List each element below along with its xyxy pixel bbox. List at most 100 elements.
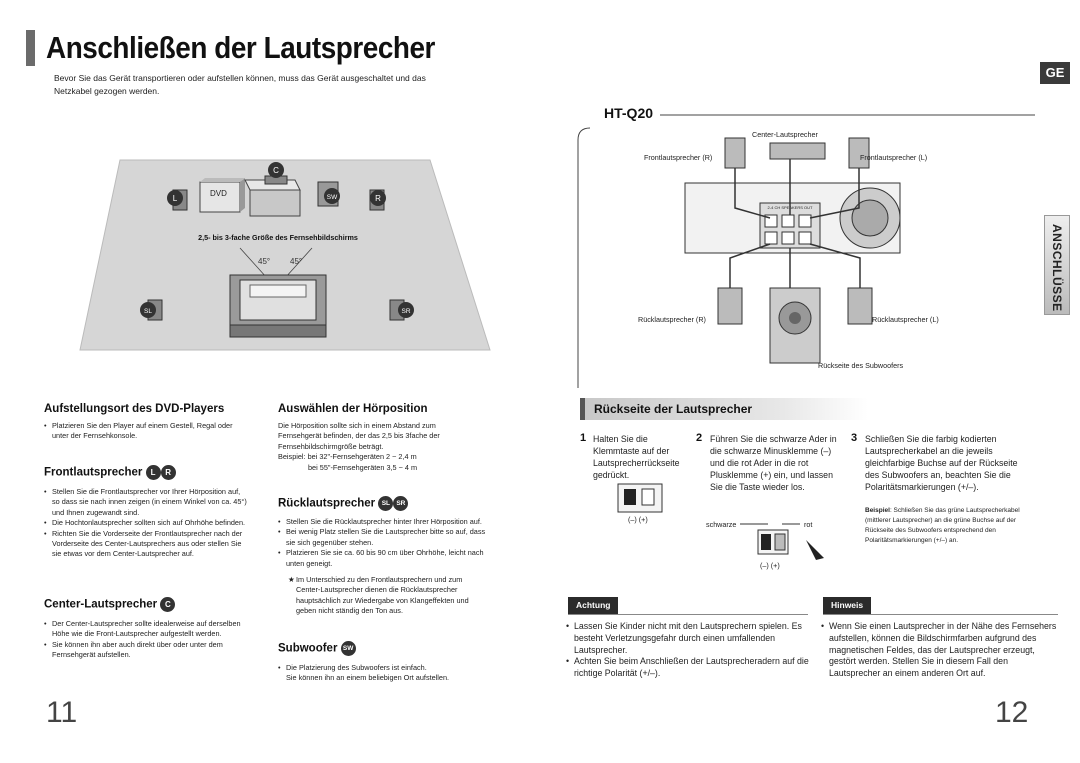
- section-header-speaker-back: Rückseite der Lautsprecher: [580, 398, 868, 420]
- hinweis-label: Hinweis: [823, 597, 872, 614]
- section-title: Rückseite der Lautsprecher: [594, 402, 753, 416]
- rear-speaker-title: Rücklautsprecher: [278, 497, 376, 510]
- arrow-icon: [806, 540, 824, 560]
- title-accent-bar: [26, 30, 35, 66]
- receiver-back-icon: [684, 182, 901, 254]
- polarity-label-2: (–) (+): [760, 561, 780, 570]
- badge-sr-inline: SR: [393, 496, 409, 511]
- label-center-speaker: Center-Lautsprecher: [752, 130, 818, 139]
- label-red-wire: rot: [804, 520, 813, 529]
- list-item: Richten Sie die Vorderseite der Frontlau…: [44, 529, 249, 560]
- wire-front-l: [809, 168, 860, 219]
- rear-speaker-note: ★ Im Unterschied zu den Frontlautspreche…: [288, 575, 483, 617]
- achtung-divider: [568, 614, 808, 615]
- rear-note-text: Im Unterschied zu den Frontlautsprechern…: [296, 575, 469, 616]
- room-layout-diagram: DVD C L SW R SL SR 2,5- bis 3-fache Größ…: [79, 159, 491, 351]
- label-black-wire: schwarze: [706, 520, 737, 529]
- side-tab-anschluesse: ANSCHLÜSSE: [1044, 215, 1070, 315]
- svg-text:SL: SL: [144, 308, 152, 315]
- listening-position-body: Die Hörposition sollte sich in einem Abs…: [278, 421, 440, 451]
- achtung-label: Achtung: [568, 597, 619, 614]
- subwoofer-list: Die Platzierung des Subwoofers ist einfa…: [278, 663, 488, 684]
- front-speaker-title: Frontlautsprecher: [44, 466, 143, 479]
- step-3-number: 3: [851, 432, 858, 444]
- list-item: Platzieren Sie sie ca. 60 bis 90 cm über…: [278, 548, 493, 569]
- center-speaker-heading: Center-Lautsprecher C: [44, 597, 176, 612]
- label-subwoofer-back: Rückseite des Subwoofers: [818, 361, 904, 370]
- example-note: Beispiel: Schließen Sie das grüne Lautsp…: [865, 506, 1025, 546]
- front-right-speaker-icon: [724, 137, 746, 169]
- center-speaker-title: Center-Lautsprecher: [44, 598, 158, 611]
- rear-speaker-list: Stellen Sie die Rücklautsprecher hinter …: [278, 517, 493, 569]
- badge-l-inline: L: [145, 465, 161, 480]
- badge-sw: SW: [324, 188, 340, 204]
- subwoofer-extra: Sie können ihn an einem beliebigen Ort a…: [286, 673, 450, 683]
- dvd-label: DVD: [210, 189, 227, 198]
- angle-right-label: 45°: [290, 257, 302, 266]
- terminal-illustration-1: [617, 483, 663, 513]
- badge-c-inline: C: [160, 597, 176, 612]
- step-1-number: 1: [580, 432, 587, 444]
- dvd-position-list: Platzieren Sie den Player auf einem Gest…: [44, 421, 234, 442]
- polarity-label-1: (–) (+): [628, 515, 648, 524]
- subwoofer-back-icon: [769, 287, 821, 364]
- list-item: Der Center-Lautsprecher sollte idealerwe…: [44, 619, 249, 640]
- example-label: Beispiel: [865, 507, 890, 514]
- label-rear-right: Rücklautsprecher (R): [638, 315, 706, 324]
- wiring-diagram: 2-4 CH SPEAKERS OUT: [577, 114, 1035, 388]
- svg-text:R: R: [375, 194, 381, 203]
- badge-c: C: [268, 162, 284, 178]
- subwoofer-title: Subwoofer: [278, 642, 338, 655]
- list-item: Wenn Sie einen Lautsprecher in der Nähe …: [821, 621, 1061, 680]
- page-number-left: 11: [46, 696, 78, 729]
- hinweis-divider: [823, 614, 1058, 615]
- rear-right-speaker-icon: [717, 287, 743, 325]
- badge-sl-inline: SL: [378, 496, 394, 511]
- dvd-player-icon: [199, 178, 245, 213]
- list-item: Die Platzierung des Subwoofers ist einfa…: [278, 663, 488, 674]
- badge-sl: SL: [140, 302, 156, 318]
- list-item: Stellen Sie die Rücklautsprecher hinter …: [278, 517, 493, 528]
- list-item: Platzieren Sie den Player auf einem Gest…: [44, 421, 234, 442]
- step-2-number: 2: [696, 432, 703, 444]
- listening-example-2: bei 55"-Fernsehgeräten 3,5 ~ 4 m: [308, 462, 418, 472]
- front-speaker-list: Stellen Sie die Frontlautsprecher vor Ih…: [44, 487, 249, 560]
- label-front-right: Frontlautsprecher (R): [644, 153, 713, 162]
- step-1-text: Halten Sie die Klemmtaste auf der Lautsp…: [593, 434, 680, 480]
- sofa-icon: [229, 274, 327, 338]
- list-item: Die Hochtonlautsprecher sollten sich auf…: [44, 518, 249, 529]
- page-number-right: 12: [995, 696, 1029, 729]
- intro-text: Bevor Sie das Gerät transportieren oder …: [54, 73, 426, 96]
- page-title: Anschließen der Lautsprecher: [46, 30, 435, 65]
- terminal-illustration-2: [740, 523, 824, 560]
- label-front-left: Frontlautsprecher (L): [860, 153, 928, 162]
- listening-position-text: Die Hörposition sollte sich in einem Abs…: [278, 421, 478, 473]
- subwoofer-heading: Subwoofer SW: [278, 641, 356, 656]
- svg-text:C: C: [273, 166, 279, 175]
- achtung-list: Lassen Sie Kinder nicht mit den Lautspre…: [566, 621, 816, 680]
- listening-example-1: Beispiel: bei 32"-Fernsehgeräten 2 ~ 2,4…: [278, 452, 417, 462]
- star-icon: ★: [288, 575, 295, 584]
- step-2-text: Führen Sie die schwarze Ader in die schw…: [710, 434, 837, 492]
- label-rear-left: Rücklautsprecher (L): [872, 315, 939, 324]
- list-item: Achten Sie beim Anschließen der Lautspre…: [566, 656, 816, 680]
- side-tab-label: ANSCHLÜSSE: [1050, 224, 1064, 312]
- list-item: Lassen Sie Kinder nicht mit den Lautspre…: [566, 621, 816, 656]
- hinweis-list: Wenn Sie einen Lautsprecher in der Nähe …: [821, 621, 1061, 680]
- dvd-position-heading: Aufstellungsort des DVD-Players: [44, 403, 225, 415]
- list-item: Bei wenig Platz stellen Sie die Lautspre…: [278, 527, 493, 548]
- distance-label: 2,5- bis 3-fache Größe des Fernsehbildsc…: [198, 233, 358, 242]
- badge-l: L: [167, 190, 183, 206]
- listening-position-heading: Auswählen der Hörposition: [278, 403, 428, 415]
- badge-r: R: [370, 190, 386, 206]
- rear-left-speaker-icon: [847, 287, 873, 325]
- badge-sr: SR: [398, 302, 414, 318]
- tv-icon: [244, 179, 301, 217]
- language-badge: GE: [1040, 62, 1070, 84]
- svg-text:L: L: [173, 194, 178, 203]
- wire-rear-l: [809, 243, 861, 288]
- center-speaker-list: Der Center-Lautsprecher sollte idealerwe…: [44, 619, 249, 661]
- svg-text:SR: SR: [401, 308, 410, 315]
